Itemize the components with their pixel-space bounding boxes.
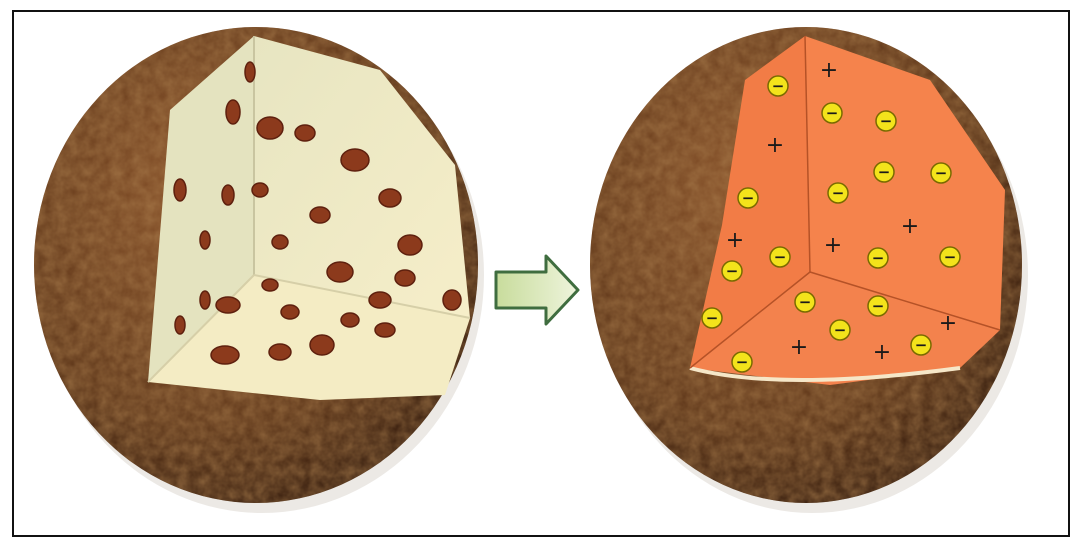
electron: − xyxy=(911,335,931,355)
raisin xyxy=(375,323,395,337)
electron: − xyxy=(830,320,850,340)
electron: − xyxy=(770,247,790,267)
raisin xyxy=(341,149,369,171)
electron: − xyxy=(722,261,742,281)
positive-charge: + xyxy=(790,335,808,360)
electron-symbol: − xyxy=(915,336,928,354)
raisin xyxy=(174,179,186,201)
electron: − xyxy=(931,163,951,183)
thomson-atom-model: − − − − − − − − − − − − − − − − − + + + + + + + + xyxy=(585,25,1030,513)
electron-symbol: − xyxy=(880,112,893,130)
positive-charge: + xyxy=(873,340,891,365)
electron: − xyxy=(702,308,722,328)
electron-symbol: − xyxy=(742,189,755,207)
electron-symbol: − xyxy=(774,248,787,266)
positive-charge: + xyxy=(939,311,957,336)
electron: − xyxy=(795,292,815,312)
electron: − xyxy=(868,296,888,316)
electron-symbol: − xyxy=(799,293,812,311)
positive-charge: + xyxy=(766,133,784,158)
electron-symbol: − xyxy=(878,163,891,181)
raisin xyxy=(327,262,353,282)
raisin xyxy=(379,189,401,207)
electron-symbol: − xyxy=(706,309,719,327)
raisin xyxy=(295,125,315,141)
raisin xyxy=(262,279,278,291)
raisin xyxy=(252,183,268,197)
raisin xyxy=(222,185,234,205)
electron: − xyxy=(940,247,960,267)
electron-symbol: − xyxy=(736,353,749,371)
electron: − xyxy=(874,162,894,182)
electron: − xyxy=(768,76,788,96)
electron: − xyxy=(822,103,842,123)
raisin xyxy=(395,270,415,286)
raisin xyxy=(443,290,461,310)
positive-charge: + xyxy=(824,233,842,258)
electron: − xyxy=(732,352,752,372)
electron-symbol: − xyxy=(726,262,739,280)
electron-symbol: − xyxy=(872,249,885,267)
electron-symbol: − xyxy=(872,297,885,315)
electron: − xyxy=(868,248,888,268)
raisin xyxy=(310,207,330,223)
positive-charge: + xyxy=(901,214,919,239)
raisin xyxy=(245,62,255,82)
raisin xyxy=(200,291,210,309)
electron-symbol: − xyxy=(834,321,847,339)
raisin xyxy=(257,117,283,139)
raisin xyxy=(281,305,299,319)
electron-symbol: − xyxy=(772,77,785,95)
pudding-interior xyxy=(148,36,470,400)
raisin xyxy=(226,100,240,124)
electron: − xyxy=(876,111,896,131)
raisin xyxy=(398,235,422,255)
electron-symbol: − xyxy=(832,184,845,202)
positive-charge: + xyxy=(726,228,744,253)
electron-symbol: − xyxy=(944,248,957,266)
raisin xyxy=(272,235,288,249)
raisin xyxy=(310,335,334,355)
raisin xyxy=(369,292,391,308)
electron: − xyxy=(738,188,758,208)
electron: − xyxy=(828,183,848,203)
transition-arrow xyxy=(496,256,578,324)
raisin xyxy=(200,231,210,249)
raisin xyxy=(175,316,185,334)
raisin xyxy=(216,297,240,313)
raisin xyxy=(269,344,291,360)
electron-symbol: − xyxy=(826,104,839,122)
raisin xyxy=(341,313,359,327)
positive-charge: + xyxy=(820,58,838,83)
electron-symbol: − xyxy=(935,164,948,182)
plum-pudding-model xyxy=(30,25,484,513)
raisin xyxy=(211,346,239,364)
